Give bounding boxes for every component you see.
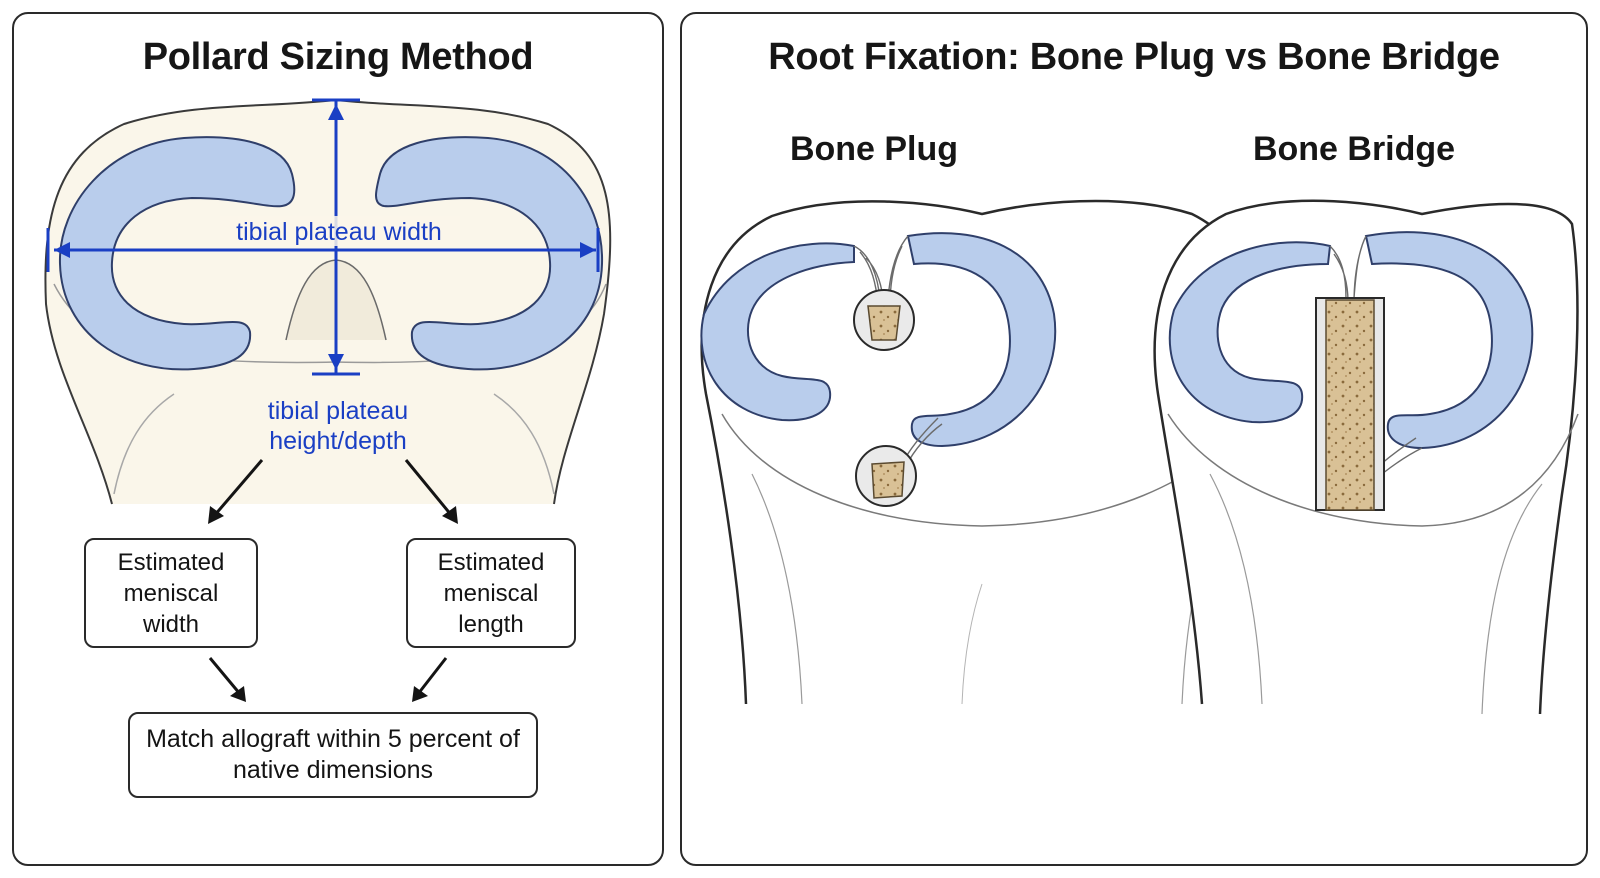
depth-arrowhead-top bbox=[328, 104, 344, 120]
bone-plug-anterior bbox=[867, 305, 901, 341]
bridge-meniscus-right bbox=[1364, 231, 1534, 450]
lateral-meniscus bbox=[58, 136, 296, 371]
fixation-illustrations bbox=[700, 199, 1579, 715]
bone-bridge-block bbox=[1325, 299, 1375, 511]
width-arrowhead-right bbox=[580, 242, 596, 258]
pollard-title: Pollard Sizing Method bbox=[142, 36, 534, 78]
estimated-width-box: Estimated meniscal width bbox=[84, 538, 258, 648]
tibia-top-view-illustration: tibial plateau width tibial plateau heig… bbox=[44, 98, 612, 702]
arrowhead-length-to-match bbox=[412, 686, 428, 702]
depth-label-line2: height/depth bbox=[269, 427, 407, 455]
bridge-shaft-line-2 bbox=[1481, 483, 1543, 715]
estimated-length-box: Estimated meniscal length bbox=[406, 538, 576, 648]
arrow-length-to-match bbox=[416, 657, 448, 695]
plug-meniscus-left bbox=[700, 242, 855, 422]
arrow-to-width-box bbox=[212, 459, 264, 517]
medial-meniscus bbox=[375, 136, 604, 371]
bridge-meniscus-left bbox=[1168, 241, 1332, 424]
arrow-to-length-box bbox=[404, 459, 454, 517]
width-label: tibial plateau width bbox=[236, 218, 442, 246]
bone-plug-label: Bone Plug bbox=[789, 130, 959, 168]
root-fixation-panel: Root Fixation: Bone Plug vs Bone Bridge … bbox=[680, 12, 1588, 866]
width-arrowhead-left bbox=[54, 242, 70, 258]
shaft-line-right bbox=[493, 393, 555, 495]
root-fixation-title: Root Fixation: Bone Plug vs Bone Bridge bbox=[768, 36, 1500, 78]
bone-plug-tibia bbox=[700, 199, 1271, 705]
bridge-shaft-line-1 bbox=[1209, 473, 1263, 705]
shaft-line-left bbox=[113, 393, 175, 495]
arrowhead-width-to-match bbox=[230, 686, 246, 702]
bridge-rim-line bbox=[1167, 413, 1579, 527]
match-allograft-box: Match allograft within 5 percent of nati… bbox=[128, 712, 538, 798]
pollard-sizing-panel: Pollard Sizing Method bbox=[12, 12, 664, 866]
plug-shaft-line-1 bbox=[751, 473, 803, 705]
plug-shaft-line-3 bbox=[961, 583, 983, 705]
depth-arrowhead-bottom bbox=[328, 354, 344, 370]
bone-bridge-label: Bone Bridge bbox=[1252, 130, 1456, 168]
width-label-bg bbox=[220, 216, 460, 246]
plug-meniscus-right bbox=[906, 232, 1057, 448]
bone-plug-posterior bbox=[871, 461, 905, 499]
arrow-width-to-match bbox=[208, 657, 242, 695]
arrowhead-to-width-box bbox=[208, 506, 224, 524]
arrowhead-to-length-box bbox=[442, 506, 458, 524]
depth-label-line1: tibial plateau bbox=[268, 397, 408, 425]
bone-bridge-tibia bbox=[1153, 199, 1579, 715]
